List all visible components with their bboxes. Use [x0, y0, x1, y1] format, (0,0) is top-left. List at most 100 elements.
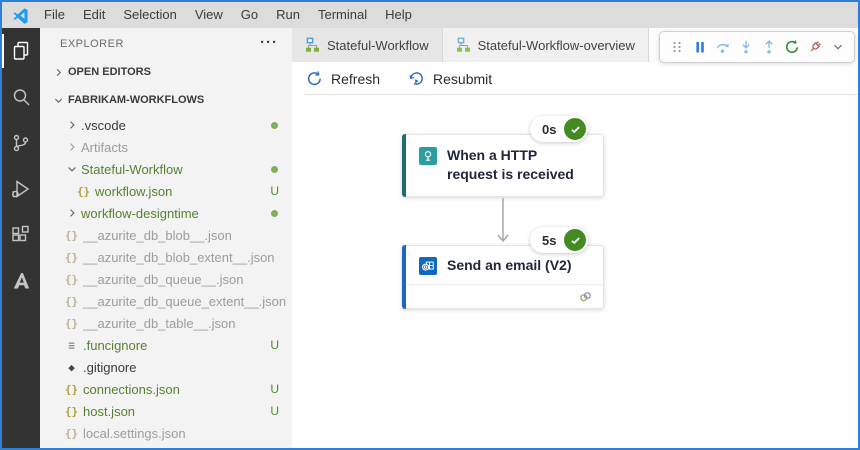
chevron-right-icon — [66, 141, 78, 153]
tab-stateful-workflow[interactable]: Stateful-Workflow — [292, 28, 443, 62]
tree-item-label: connections.json — [83, 381, 180, 397]
json-file-icon: {} — [64, 404, 79, 418]
tree-item-azurite-db-blob-extent[interactable]: {} __azurite_db_blob_extent__.json — [40, 246, 292, 268]
activity-bar — [2, 28, 40, 448]
open-editors-section[interactable]: OPEN EDITORS — [40, 60, 292, 84]
http-request-icon — [419, 147, 437, 165]
resubmit-button[interactable]: Resubmit — [408, 70, 492, 87]
workflow-designer-canvas[interactable]: When a HTTP request is received 0s — [292, 95, 858, 448]
open-editors-label: OPEN EDITORS — [68, 66, 151, 78]
tree-item-gitignore[interactable]: ◆ .gitignore — [40, 356, 292, 378]
tree-item-workflow-designtime[interactable]: workflow-designtime — [40, 202, 292, 224]
workspace-section[interactable]: FABRIKAM-WORKFLOWS — [40, 88, 292, 112]
node-http-request-trigger[interactable]: When a HTTP request is received — [402, 134, 604, 197]
tree-item-label: workflow-designtime — [81, 205, 199, 221]
azure-icon — [13, 273, 30, 289]
explorer-icon — [13, 41, 29, 60]
debug-pause-button[interactable] — [688, 35, 711, 59]
debug-step-into-button[interactable] — [734, 35, 757, 59]
tree-item-label: __azurite_db_queue__.json — [83, 271, 244, 287]
connection-link-icon[interactable] — [578, 290, 593, 303]
json-file-icon: {} — [76, 184, 91, 198]
tree-item-label: Stateful-Workflow — [81, 161, 183, 177]
activity-run-debug-button[interactable] — [2, 166, 40, 212]
node-footer — [403, 284, 603, 308]
git-file-icon: ◆ — [68, 360, 75, 374]
vscode-logo-icon — [13, 7, 28, 24]
node-send-email-action[interactable]: Send an email (V2) — [402, 245, 604, 309]
workspace-label: FABRIKAM-WORKFLOWS — [68, 94, 205, 106]
tree-item-local-settings-json[interactable]: {} local.settings.json — [40, 422, 292, 444]
debug-restart-button[interactable] — [780, 35, 803, 59]
workflow-edge-arrow — [497, 198, 509, 243]
activity-explorer-button[interactable] — [2, 28, 40, 74]
resubmit-icon — [409, 72, 423, 85]
activity-extensions-button[interactable] — [2, 212, 40, 258]
node-status-badge: 5s — [530, 227, 589, 253]
menu-help[interactable]: Help — [385, 7, 412, 22]
refresh-button[interactable]: Refresh — [306, 70, 380, 87]
tree-item-funcignore[interactable]: ≡ .funcignore U — [40, 334, 292, 356]
debug-toolbar — [659, 31, 855, 63]
tree-item-artifacts[interactable]: Artifacts — [40, 136, 292, 158]
tree-item-azurite-db-queue-extent[interactable]: {} __azurite_db_queue_extent__.json — [40, 290, 292, 312]
activity-source-control-button[interactable] — [2, 120, 40, 166]
tab-stateful-workflow-overview[interactable]: Stateful-Workflow-overview — [442, 28, 649, 62]
json-file-icon: {} — [64, 426, 79, 440]
refresh-icon — [307, 71, 321, 86]
success-check-icon — [563, 117, 588, 141]
git-untracked-badge: U — [270, 404, 279, 418]
node-title: When a HTTP request is received — [447, 147, 574, 182]
debug-step-out-button[interactable] — [757, 35, 780, 59]
debug-drag-handle[interactable] — [665, 35, 688, 59]
menu-view[interactable]: View — [194, 7, 223, 22]
file-tree: .vscode Artifacts Stateful-Workflow {} w… — [40, 114, 292, 444]
source-control-icon — [13, 134, 29, 152]
activity-azure-button[interactable] — [2, 258, 40, 304]
gripper-icon — [672, 41, 681, 53]
tree-item-label: __azurite_db_blob_extent__.json — [83, 249, 275, 265]
tree-item-azurite-db-table[interactable]: {} __azurite_db_table__.json — [40, 312, 292, 334]
explorer-sidebar: EXPLORER ··· OPEN EDITORS FABRIKAM-WORKF… — [40, 28, 292, 448]
git-modified-dot — [271, 165, 278, 173]
tab-label: Stateful-Workflow — [327, 37, 429, 53]
node-duration: 0s — [542, 121, 557, 137]
json-file-icon: {} — [64, 250, 79, 264]
success-check-icon — [563, 228, 588, 252]
menu-terminal[interactable]: Terminal — [318, 7, 368, 22]
git-modified-dot — [271, 209, 278, 217]
debug-disconnect-button[interactable] — [803, 35, 826, 59]
json-file-icon: {} — [64, 272, 79, 286]
tree-item-label: host.json — [83, 403, 136, 419]
tree-item-vscode[interactable]: .vscode — [40, 114, 292, 136]
extensions-icon — [12, 225, 29, 242]
menu-edit[interactable]: Edit — [82, 7, 106, 22]
restart-icon — [785, 39, 798, 53]
workflow-icon — [306, 37, 319, 52]
menu-file[interactable]: File — [44, 7, 65, 22]
menu-run[interactable]: Run — [276, 7, 300, 22]
json-file-icon: {} — [64, 382, 79, 396]
debug-step-over-button[interactable] — [711, 35, 734, 59]
tree-item-label: __azurite_db_queue_extent__.json — [83, 293, 287, 309]
tree-item-stateful-workflow[interactable]: Stateful-Workflow — [40, 158, 292, 180]
run-command-bar: Refresh Resubmit — [292, 62, 858, 95]
json-file-icon: {} — [64, 228, 79, 242]
tree-item-host-json[interactable]: {} host.json U — [40, 400, 292, 422]
tree-item-workflow-json[interactable]: {} workflow.json U — [40, 180, 292, 202]
sidebar-more-actions-button[interactable]: ··· — [260, 34, 278, 51]
sidebar-title: EXPLORER — [60, 38, 124, 50]
json-file-icon: {} — [64, 316, 79, 330]
run-debug-icon — [12, 180, 30, 198]
tree-item-azurite-db-blob[interactable]: {} __azurite_db_blob__.json — [40, 224, 292, 246]
tree-item-azurite-db-queue[interactable]: {} __azurite_db_queue__.json — [40, 268, 292, 290]
chevron-right-icon — [53, 67, 64, 78]
activity-search-button[interactable] — [2, 74, 40, 120]
menu-go[interactable]: Go — [240, 7, 259, 22]
tree-item-connections-json[interactable]: {} connections.json U — [40, 378, 292, 400]
disconnect-plug-icon — [810, 41, 821, 52]
json-file-icon: {} — [64, 294, 79, 308]
menu-selection[interactable]: Selection — [123, 7, 177, 22]
debug-more-button[interactable] — [826, 35, 849, 59]
